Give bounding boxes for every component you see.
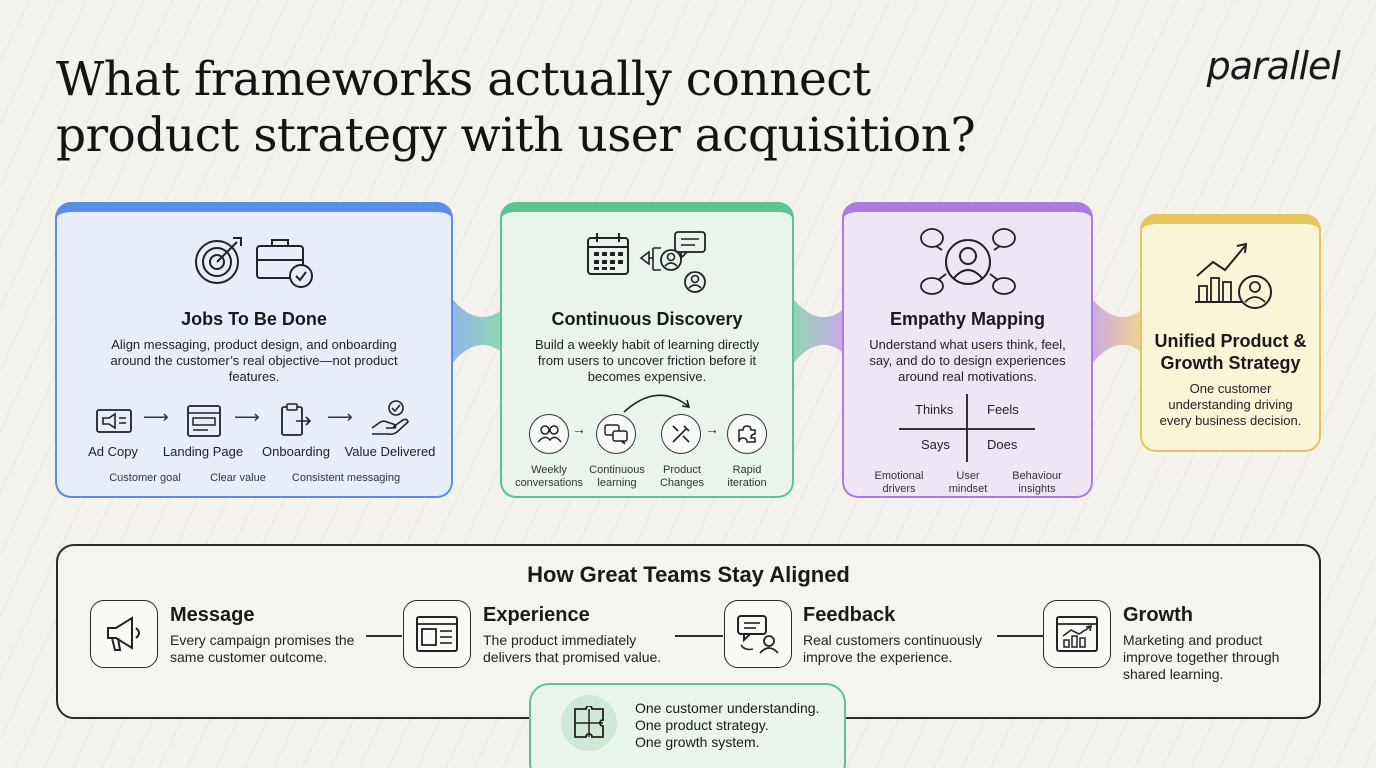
sub-label-consistent-messaging: Consistent messaging: [291, 472, 401, 484]
megaphone-icon: [90, 600, 158, 668]
target-icon: [195, 237, 242, 284]
arrow-icon: ⟶: [327, 407, 353, 427]
step-title-experience: Experience: [483, 604, 590, 626]
unified-card: Unified Product & Growth Strategy One cu…: [1140, 214, 1321, 452]
flow-label-landing-page: Landing Page: [162, 444, 244, 459]
label-behaviour-insights: Behaviour insights: [1012, 470, 1062, 495]
discovery-title: Continuous Discovery: [551, 309, 743, 329]
discovery-description: Build a weekly habit of learning directl…: [534, 337, 759, 384]
unified-description: One customer understanding driving every…: [1159, 381, 1302, 428]
grid-divider-horizontal: [899, 428, 1035, 430]
users-chat-icon: [639, 231, 706, 293]
title-line-2: product strategy with user acquisition?: [56, 108, 976, 163]
people-icon: [529, 414, 569, 454]
megaphone-screen-icon: [96, 409, 132, 433]
flow-label-onboarding: Onboarding: [262, 444, 330, 459]
arrow-icon: ⟶: [143, 407, 169, 427]
loop-arrow-icon: [623, 394, 691, 413]
growth-chart-user-icon: [1194, 242, 1272, 309]
summary-line-2: One product strategy.: [635, 717, 769, 733]
connector-green-purple: [791, 296, 845, 366]
quadrant-thinks: Thinks: [915, 402, 954, 417]
connector-blue-green: [450, 296, 504, 366]
app-window-icon: [403, 600, 471, 668]
title-line-1: What frameworks actually connect: [56, 52, 871, 107]
summary-line-3: One growth system.: [635, 734, 760, 750]
step-desc-feedback: Real customers continuously improve the …: [803, 632, 982, 665]
growth-chart-icon: [1043, 600, 1111, 668]
summary-callout: One customer understanding. One product …: [529, 683, 846, 768]
jtbd-title: Jobs To Be Done: [181, 309, 327, 329]
calendar-icon: [587, 233, 629, 275]
empathy-title: Empathy Mapping: [889, 309, 1045, 329]
step-title-feedback: Feedback: [803, 604, 896, 626]
hand-check-icon: [371, 400, 409, 436]
empathy-card: Empathy Mapping Understand what users th…: [842, 202, 1093, 498]
empathy-description: Understand what users think, feel, say, …: [869, 337, 1066, 384]
step-title-growth: Growth: [1123, 604, 1193, 626]
arrow-icon: →: [572, 421, 586, 437]
briefcase-check-icon: [256, 239, 313, 288]
page-title: What frameworks actually connect product…: [56, 52, 1036, 164]
puzzle-icon: [727, 414, 767, 454]
alignment-title: How Great Teams Stay Aligned: [527, 562, 850, 587]
label-user-mindset: User mindset: [948, 470, 988, 495]
jtbd-card: Jobs To Be Done Align messaging, product…: [55, 202, 453, 498]
sub-label-clear-value: Clear value: [210, 472, 266, 484]
label-emotional-drivers: Emotional drivers: [874, 470, 924, 495]
parallel-logo: parallel: [1206, 44, 1341, 88]
summary-line-1: One customer understanding.: [635, 700, 820, 716]
discovery-card: Continuous Discovery Build a weekly habi…: [500, 202, 794, 498]
jtbd-description: Align messaging, product design, and onb…: [110, 337, 398, 384]
step-desc-growth: Marketing and product improve together t…: [1123, 632, 1280, 682]
arrow-icon: →: [705, 421, 719, 437]
sub-label-customer-goal: Customer goal: [109, 472, 181, 484]
quadrant-does: Does: [987, 437, 1018, 452]
puzzle-pieces-icon: [561, 695, 617, 751]
tools-icon: [661, 414, 701, 454]
quadrant-feels: Feels: [987, 402, 1019, 417]
user-thoughts-icon: [919, 228, 1016, 295]
clipboard-arrow-icon: [281, 403, 312, 436]
step-desc-message: Every campaign promises the same custome…: [170, 632, 355, 665]
chat-bubbles-icon: [596, 414, 636, 454]
flow-label-product-changes: Product Changes: [659, 464, 705, 489]
unified-title: Unified Product & Growth Strategy: [1154, 331, 1307, 373]
empathy-grid: Thinks Feels Says Does: [899, 394, 1035, 462]
connector-purple-yellow: [1090, 296, 1144, 366]
quadrant-says: Says: [921, 437, 950, 452]
flow-label-value-delivered: Value Delivered: [344, 444, 436, 459]
step-title-message: Message: [170, 604, 255, 626]
flow-label-ad-copy: Ad Copy: [88, 444, 138, 459]
feedback-user-icon: [724, 600, 792, 668]
flow-label-rapid-iteration: Rapid iteration: [727, 464, 767, 489]
flow-label-weekly-conversations: Weekly conversations: [515, 464, 583, 489]
browser-window-icon: [187, 405, 221, 437]
step-connector: [997, 635, 1043, 637]
step-connector: [366, 635, 402, 637]
step-connector: [675, 635, 723, 637]
arrow-icon: ⟶: [234, 407, 260, 427]
step-desc-experience: The product immediately delivers that pr…: [483, 632, 662, 665]
flow-label-continuous-learning: Continuous learning: [589, 464, 645, 489]
